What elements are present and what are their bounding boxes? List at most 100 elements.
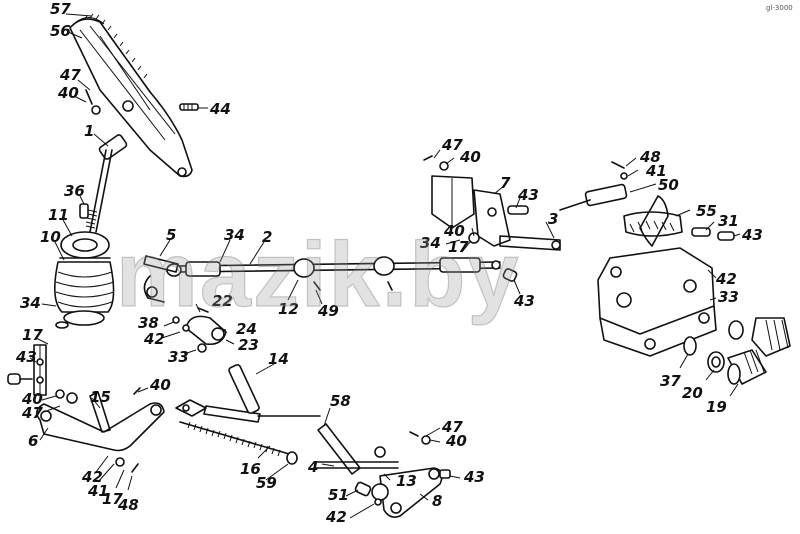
callout-1: 1 xyxy=(84,122,94,140)
bolt-43-lower xyxy=(439,469,451,479)
cotter-mid xyxy=(387,281,393,291)
cotter-49 xyxy=(313,281,321,291)
callout-7: 7 xyxy=(500,174,511,192)
screw-44 xyxy=(179,103,199,111)
callout-48: 48 xyxy=(639,148,661,166)
callout-40: 40 xyxy=(149,376,171,394)
callout-51: 51 xyxy=(328,486,349,504)
washer-42-mid xyxy=(182,324,190,332)
callout-36: 36 xyxy=(64,182,85,200)
pin-13 xyxy=(374,446,386,458)
corner-mark: gl-3000 xyxy=(766,4,793,12)
cotter-47-40-lower xyxy=(409,431,431,445)
bolt-43-valve xyxy=(717,231,735,241)
callout-33: 33 xyxy=(718,288,739,306)
cotter-pin-48-lower xyxy=(131,463,139,473)
callout-5: 5 xyxy=(166,226,176,244)
callout-40: 40 xyxy=(21,390,43,408)
callout-42: 42 xyxy=(143,330,165,348)
callout-41: 41 xyxy=(645,162,667,180)
callout-43: 43 xyxy=(15,348,37,366)
callout-40: 40 xyxy=(445,432,467,450)
ring-upper-right xyxy=(728,320,744,340)
callout-15: 15 xyxy=(90,388,111,406)
callout-47: 47 xyxy=(441,418,463,436)
callout-47: 47 xyxy=(441,136,463,154)
callout-41: 41 xyxy=(87,482,109,500)
callout-16: 16 xyxy=(240,460,261,478)
callout-47: 47 xyxy=(21,404,43,422)
callout-20: 20 xyxy=(682,384,703,402)
callout-19: 19 xyxy=(706,398,727,416)
callout-43: 43 xyxy=(517,186,539,204)
fork-50 xyxy=(559,161,628,211)
fitting-19 xyxy=(727,349,767,385)
bolt-43-left xyxy=(7,373,33,385)
washer-38 xyxy=(172,316,180,324)
callout-43: 43 xyxy=(741,226,763,244)
callout-42: 42 xyxy=(715,270,737,288)
spring-rod-16 xyxy=(179,421,298,465)
callout-6: 6 xyxy=(28,432,38,450)
brake-pedal-assembly xyxy=(69,13,193,178)
callout-40: 40 xyxy=(443,222,465,240)
callout-44: 44 xyxy=(209,100,231,118)
callout-24: 24 xyxy=(236,320,257,338)
callout-57: 57 xyxy=(50,0,71,18)
callout-37: 37 xyxy=(660,372,681,390)
callout-42: 42 xyxy=(325,508,347,526)
bolt-31 xyxy=(691,227,711,237)
cotter-47-40-top xyxy=(423,155,449,171)
callout-34: 34 xyxy=(224,226,245,244)
fitting-upper-right xyxy=(751,317,791,357)
boot-assembly xyxy=(54,231,115,329)
callout-3: 3 xyxy=(548,210,558,228)
bracket-24-23 xyxy=(185,307,227,346)
seal-ring-37 xyxy=(683,336,697,356)
callout-34: 34 xyxy=(420,234,441,252)
washer-42-lower xyxy=(374,498,382,506)
callout-22: 22 xyxy=(212,292,233,310)
leader-lines xyxy=(29,13,741,519)
callout-40: 40 xyxy=(57,84,79,102)
callout-43: 43 xyxy=(513,292,535,310)
link-3 xyxy=(499,235,561,251)
callout-34: 34 xyxy=(20,294,41,312)
cotter-pin-40-lower xyxy=(133,387,141,395)
washer-20 xyxy=(707,351,725,373)
callout-42: 42 xyxy=(81,468,103,486)
bolt-43-low xyxy=(502,268,518,282)
callout-55: 55 xyxy=(696,202,717,220)
brake-valve xyxy=(597,195,717,357)
callout-8: 8 xyxy=(432,492,442,510)
callout-47: 47 xyxy=(59,66,81,84)
callout-numbers: 57 56 47 40 44 1 36 11 10 34 17 43 40 47… xyxy=(15,0,763,526)
callout-13: 13 xyxy=(396,472,417,490)
bolt-51 xyxy=(354,481,372,497)
callout-58: 58 xyxy=(330,392,351,410)
shaft-58 xyxy=(313,423,399,475)
callout-38: 38 xyxy=(138,314,159,332)
fork-17-left xyxy=(33,344,47,396)
callout-17: 17 xyxy=(448,238,469,256)
callout-17: 17 xyxy=(22,326,43,344)
callout-43: 43 xyxy=(463,468,485,486)
bolt-36 xyxy=(79,203,89,219)
push-rod-1 xyxy=(85,149,113,233)
callout-2: 2 xyxy=(262,228,272,246)
main-rod-2 xyxy=(166,256,501,278)
callout-59: 59 xyxy=(256,474,277,492)
callout-50: 50 xyxy=(658,176,679,194)
bracket-7 xyxy=(431,175,511,247)
bolt-43-bracket xyxy=(507,205,529,215)
callout-33: 33 xyxy=(168,348,189,366)
callout-23: 23 xyxy=(238,336,259,354)
callout-4: 4 xyxy=(307,458,318,476)
nut-33-mid xyxy=(197,343,207,353)
callout-48: 48 xyxy=(117,496,139,514)
callout-10: 10 xyxy=(40,228,61,246)
callout-11: 11 xyxy=(48,206,69,224)
callout-17: 17 xyxy=(102,490,123,508)
